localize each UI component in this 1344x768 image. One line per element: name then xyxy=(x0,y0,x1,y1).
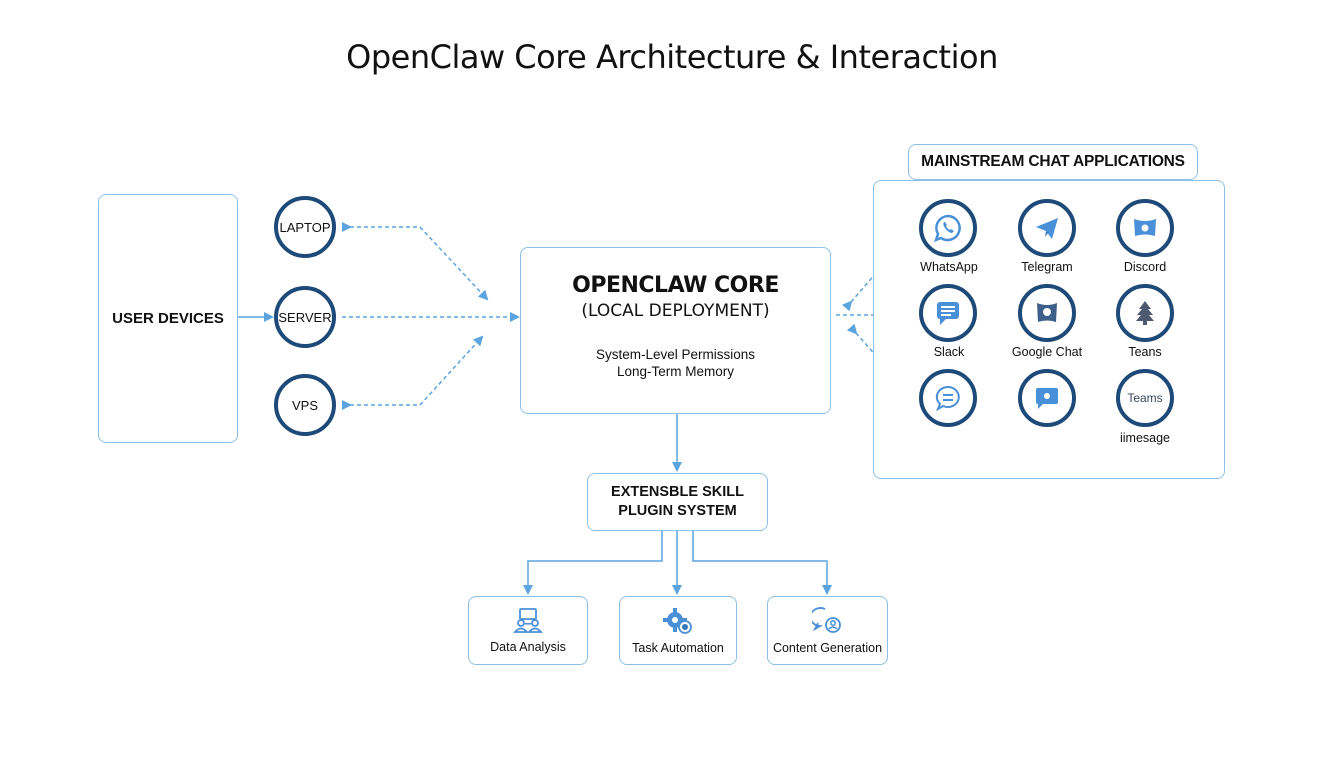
skill-task-automation[interactable]: Task Automation xyxy=(619,596,737,665)
arrow-laptop-core xyxy=(342,222,489,301)
gear-automation-icon xyxy=(663,607,692,634)
skill-data-analysis-label: Data Analysis xyxy=(490,639,566,654)
device-server-label: SERVER xyxy=(278,309,332,325)
app-teams[interactable]: Teams xyxy=(1116,369,1174,427)
device-vps-label: VPS xyxy=(291,397,318,413)
slack-message-icon xyxy=(937,302,959,325)
message-box-icon xyxy=(1036,388,1058,409)
app-slack-label: Slack xyxy=(933,345,965,359)
whatsapp-icon xyxy=(933,214,961,243)
plugin-system-box[interactable]: EXTENSBLE SKILL PLUGIN SYSTEM xyxy=(587,473,768,531)
device-laptop[interactable]: LAPTOP xyxy=(274,196,336,258)
app-teans-label: Teans xyxy=(1128,345,1162,359)
arrow-plugin-content-generation xyxy=(692,531,832,595)
device-vps[interactable]: VPS xyxy=(274,374,336,436)
teams-text-icon: Teams xyxy=(1127,391,1163,405)
telegram-icon xyxy=(1036,218,1058,239)
chat-apps-header-label: MAINSTREAM CHAT APPLICATIONS xyxy=(921,153,1185,170)
app-message[interactable] xyxy=(1018,369,1076,427)
app-google-chat-label: Google Chat xyxy=(1011,345,1083,359)
app-chat[interactable] xyxy=(919,369,977,427)
discord-icon xyxy=(1134,219,1156,236)
data-analysis-icon xyxy=(513,607,543,633)
arrow-vps-core xyxy=(342,335,484,410)
arrow-plugin-data-analysis xyxy=(523,531,663,595)
skill-content-generation-label: Content Generation xyxy=(772,640,883,655)
skill-task-automation-label: Task Automation xyxy=(632,640,724,655)
tree-icon xyxy=(1136,301,1154,325)
device-laptop-label: LAPTOP xyxy=(279,219,331,235)
google-chat-icon xyxy=(1037,303,1057,322)
device-server[interactable]: SERVER xyxy=(274,286,336,348)
app-teans[interactable] xyxy=(1116,284,1174,342)
app-discord[interactable] xyxy=(1116,199,1174,257)
content-generation-icon xyxy=(811,606,841,633)
skill-data-analysis[interactable]: Data Analysis xyxy=(468,596,588,665)
core-subtitle: (LOCAL DEPLOYMENT) xyxy=(581,301,770,321)
core-title: OPENCLAW CORE xyxy=(572,273,779,298)
user-devices-label: USER DEVICES xyxy=(112,310,224,327)
openclaw-core-box[interactable]: OPENCLAW CORE (LOCAL DEPLOYMENT) System-… xyxy=(520,247,831,414)
app-whatsapp[interactable] xyxy=(919,199,977,257)
app-telegram-label: Telegram xyxy=(1021,260,1073,274)
skill-content-generation[interactable]: Content Generation xyxy=(767,596,888,665)
diagram-title: OpenClaw Core Architecture & Interaction xyxy=(346,38,998,76)
user-devices-box[interactable]: USER DEVICES xyxy=(98,194,238,443)
app-slack[interactable] xyxy=(919,284,977,342)
app-google-chat[interactable] xyxy=(1018,284,1076,342)
app-discord-label: Discord xyxy=(1123,260,1167,274)
plugin-title-line1: EXTENSBLE SKILL xyxy=(611,484,744,500)
app-telegram[interactable] xyxy=(1018,199,1076,257)
app-imessage-label: iimesage xyxy=(1119,431,1171,445)
core-feature-memory: Long-Term Memory xyxy=(616,364,735,379)
plugin-title-line2: PLUGIN SYSTEM xyxy=(618,503,737,519)
chat-apps-header: MAINSTREAM CHAT APPLICATIONS xyxy=(908,144,1198,180)
core-feature-permissions: System-Level Permissions xyxy=(595,347,756,362)
chat-bubble-icon xyxy=(935,385,960,412)
app-whatsapp-label: WhatsApp xyxy=(920,260,978,274)
